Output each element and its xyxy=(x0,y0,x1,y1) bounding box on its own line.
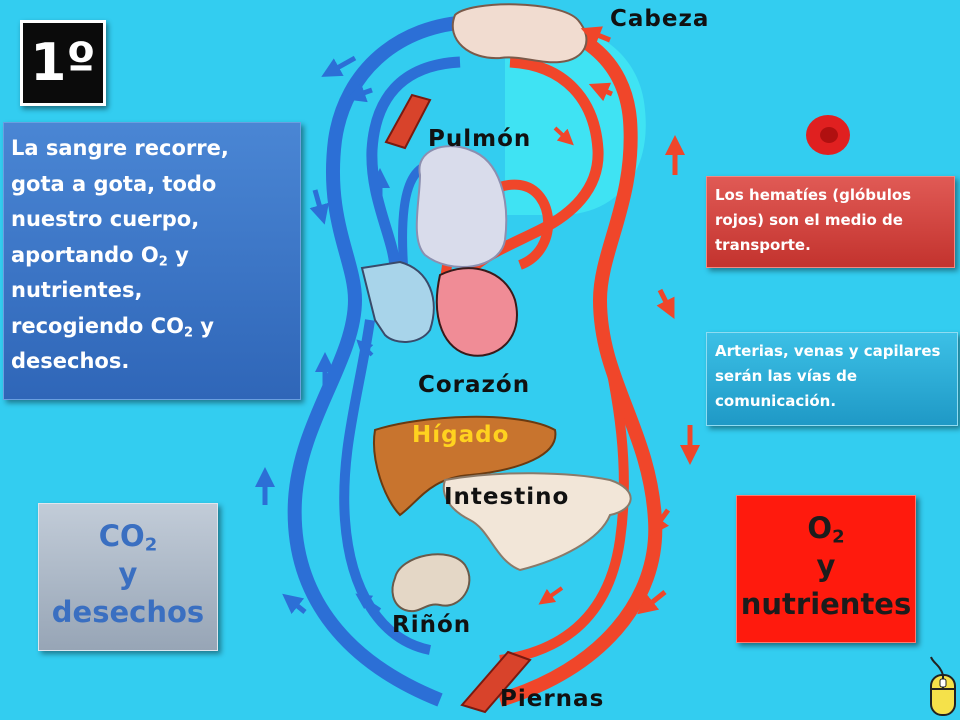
arrow-red xyxy=(649,508,671,537)
co2-line2: y xyxy=(118,557,138,591)
muscle-lower xyxy=(460,650,532,714)
main-text-line: desechos. xyxy=(11,349,130,373)
liver-shape xyxy=(373,415,557,517)
arrow-blue xyxy=(321,55,357,77)
co2-line3: desechos xyxy=(51,595,205,629)
main-text-line: recogiendo CO2 y xyxy=(11,309,296,345)
main-text-box: La sangre recorre, gota a gota, todo nue… xyxy=(3,122,301,400)
hematies-note: Los hematíes (glóbulos rojos) son el med… xyxy=(706,176,955,268)
arrow-red xyxy=(588,82,613,102)
arrow-blue xyxy=(309,189,329,225)
main-text-fragment: y xyxy=(167,242,189,267)
vias-note: Arterias, venas y capilares serán las ví… xyxy=(706,332,958,426)
label-piernas: Piernas xyxy=(500,686,605,712)
label-intestino: Intestino xyxy=(444,484,570,510)
formula-text: O xyxy=(807,511,833,545)
main-text-line: nuestro cuerpo, xyxy=(11,207,200,231)
o2-box: O2 y nutrientes xyxy=(736,495,916,643)
heart-left-side xyxy=(435,267,518,357)
o2-line3: nutrientes xyxy=(740,587,912,621)
formula-text: CO xyxy=(98,519,145,553)
main-text-fragment: aportando O xyxy=(11,242,159,267)
artery-lower-inner xyxy=(499,318,629,665)
co2-box: CO2 y desechos xyxy=(38,503,218,651)
subscript: 2 xyxy=(832,526,845,548)
muscle-upper xyxy=(384,93,432,150)
arrow-red xyxy=(637,590,667,615)
subscript: 2 xyxy=(183,324,193,340)
main-text-fragment: y xyxy=(193,313,214,338)
kidney-shape xyxy=(391,553,471,613)
main-text-line: nutrientes, xyxy=(11,278,143,302)
o2-formula: O2 xyxy=(737,509,915,547)
arrow-blue xyxy=(355,593,382,612)
vein-inner xyxy=(366,56,461,271)
arrow-red xyxy=(580,26,611,45)
label-corazon: Corazón xyxy=(418,372,531,398)
heart-right-side xyxy=(360,260,435,343)
label-cabeza: Cabeza xyxy=(610,6,710,32)
co2-formula: CO2 xyxy=(39,517,217,555)
arrow-red xyxy=(538,586,564,605)
label-higado: Hígado xyxy=(412,422,510,448)
main-text-fragment: recogiendo CO xyxy=(11,313,184,338)
arrow-red xyxy=(553,126,574,146)
main-text-line: aportando O2 y xyxy=(11,238,296,274)
arrow-blue xyxy=(356,339,374,357)
subscript: 2 xyxy=(144,534,158,556)
o2-line2: y xyxy=(816,549,836,583)
intestine-shape xyxy=(442,472,632,572)
main-text-line: gota a gota, todo xyxy=(11,171,217,196)
arrow-blue xyxy=(282,593,307,615)
label-rinon: Riñón xyxy=(392,612,472,638)
subscript: 2 xyxy=(158,253,168,269)
mouse-icon[interactable] xyxy=(928,655,958,717)
lung-shape xyxy=(415,145,508,268)
arrow-red xyxy=(656,288,675,319)
slide-number: 1º xyxy=(20,20,106,106)
vein-lower-inner xyxy=(339,319,432,655)
arrow-blue xyxy=(345,83,373,103)
label-pulmon: Pulmón xyxy=(428,126,532,152)
brain-shape xyxy=(451,3,588,64)
main-text-line: La sangre recorre, xyxy=(11,136,229,160)
